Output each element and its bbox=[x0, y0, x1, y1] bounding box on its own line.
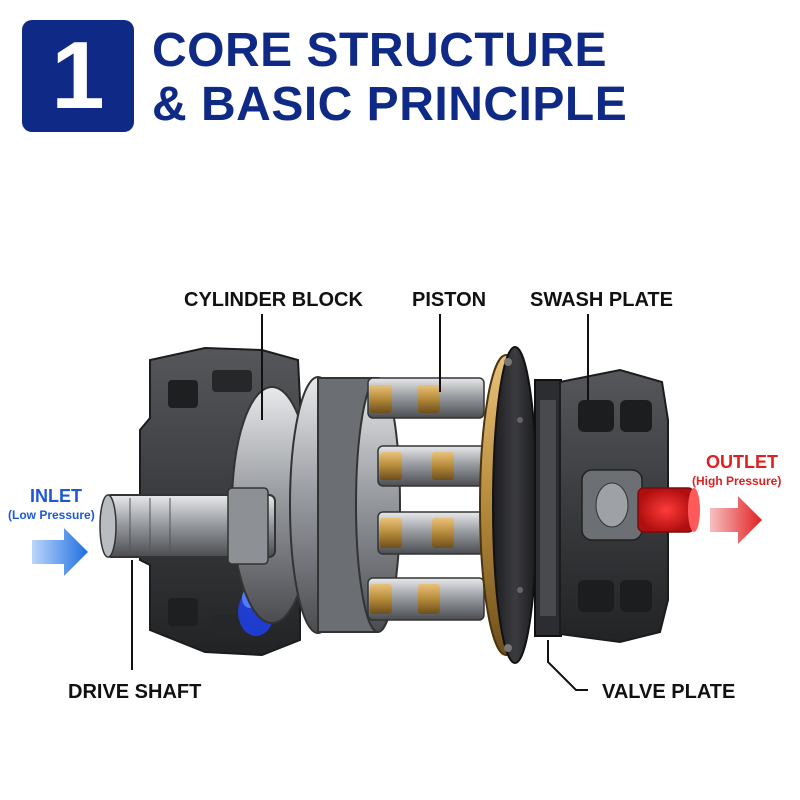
valve-plate bbox=[534, 379, 562, 637]
label-piston: PISTON bbox=[412, 289, 487, 311]
inlet-label: INLET bbox=[30, 486, 82, 506]
drive-shaft bbox=[99, 487, 276, 565]
valve-plate-leader bbox=[547, 640, 588, 691]
section-number: 1 bbox=[51, 22, 105, 129]
piston-1 bbox=[367, 377, 485, 419]
piston-4 bbox=[367, 577, 485, 621]
label-valve-plate: VALVE PLATE bbox=[602, 681, 736, 703]
outlet-sublabel: (High Pressure) bbox=[692, 474, 782, 488]
label-cylinder-block: CYLINDER BLOCK bbox=[184, 289, 363, 311]
piston-2 bbox=[377, 445, 491, 487]
page-title: CORE STRUCTURE & BASIC PRINCIPLE bbox=[152, 24, 792, 132]
section-number-badge: 1 bbox=[22, 20, 134, 132]
piston-3 bbox=[377, 511, 491, 555]
leader-lines bbox=[131, 314, 589, 691]
swash-plate bbox=[479, 346, 538, 664]
inlet-sublabel: (Low Pressure) bbox=[8, 508, 95, 522]
pump-casing-right bbox=[559, 368, 669, 644]
inlet-arrow-icon bbox=[32, 528, 88, 576]
high-pressure-outlet-port bbox=[637, 487, 700, 533]
label-drive-shaft: DRIVE SHAFT bbox=[68, 681, 202, 703]
label-swash-plate: SWASH PLATE bbox=[530, 289, 673, 311]
title-line-1: CORE STRUCTURE bbox=[152, 24, 608, 77]
title-line-2: & BASIC PRINCIPLE bbox=[152, 78, 628, 131]
outlet-arrow-icon bbox=[710, 496, 762, 544]
pistons bbox=[367, 377, 491, 621]
outlet-label: OUTLET bbox=[706, 452, 778, 472]
